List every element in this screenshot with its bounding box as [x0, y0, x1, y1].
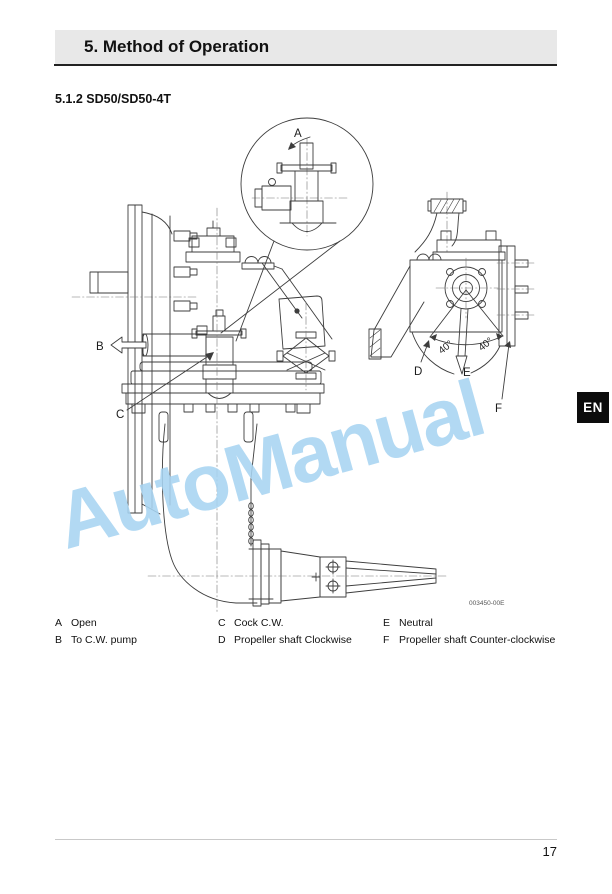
legend-text: To C.W. pump — [71, 634, 137, 646]
legend-text: Neutral — [399, 617, 433, 629]
legend-item-e: E Neutral — [383, 617, 555, 634]
angle-label-left: 40° — [437, 339, 456, 357]
section-header: 5. Method of Operation — [55, 30, 557, 64]
figure-label-e: E — [463, 367, 471, 379]
cock-valve-detail — [254, 142, 337, 232]
figure-label-b: B — [96, 341, 104, 353]
page-title: 5. Method of Operation — [84, 37, 270, 56]
legend-item-f: F Propeller shaft Counter-clockwise — [383, 634, 555, 651]
anode-block — [427, 191, 467, 253]
propeller-shaft-housing — [248, 539, 437, 607]
shift-hub — [435, 257, 499, 319]
legend-column-1: A Open B To C.W. pump — [55, 617, 137, 651]
cock-valve — [191, 309, 247, 399]
flexible-mount — [276, 301, 336, 391]
subsection-title: 5.1.2 SD50/SD50-4T — [55, 92, 172, 106]
cock-leader-line — [126, 352, 214, 411]
page-number: 17 — [542, 844, 557, 859]
legend-text: Propeller shaft Clockwise — [234, 634, 352, 646]
language-badge: EN — [577, 392, 609, 423]
legend-key: F — [383, 634, 390, 646]
rear-view-drawing — [368, 191, 535, 400]
open-direction-arrow — [288, 136, 311, 150]
figure-label-c: C — [116, 409, 124, 421]
legend-column-2: C Cock C.W. D Propeller shaft Clockwise — [218, 617, 352, 651]
legend-text: Propeller shaft Counter-clockwise — [399, 634, 556, 646]
figure-label-d: D — [414, 366, 422, 378]
figure-code: 003450-00E — [469, 600, 505, 607]
side-view-drawing — [71, 204, 449, 615]
legend-key: B — [55, 634, 63, 646]
legend-item-b: B To C.W. pump — [55, 634, 137, 651]
mounting-plates — [121, 361, 325, 443]
legend-item-d: D Propeller shaft Clockwise — [218, 634, 352, 651]
legend-key: A — [55, 617, 63, 629]
legend-text: Open — [71, 617, 97, 629]
figure-label-f: F — [495, 403, 502, 415]
figure-label-a: A — [294, 128, 302, 140]
legend-item-c: C Cock C.W. — [218, 617, 352, 634]
flange-bolts — [173, 230, 198, 312]
label-leader-arrows — [420, 340, 511, 400]
legend-column-3: E Neutral F Propeller shaft Counter-cloc… — [383, 617, 555, 651]
legend-key: C — [218, 617, 226, 629]
water-flow-arrow — [110, 336, 147, 354]
gear-cover — [185, 220, 275, 270]
footer-rule — [55, 839, 557, 840]
legend-item-a: A Open — [55, 617, 137, 634]
shift-lever — [455, 308, 469, 375]
detail-circle-inset — [220, 117, 374, 342]
legend-key: D — [218, 634, 226, 646]
legend-text: Cock C.W. — [234, 617, 284, 629]
header-rule — [54, 64, 557, 66]
drive-leg — [161, 423, 258, 604]
legend-key: E — [383, 617, 391, 629]
angle-label-right: 40° — [477, 336, 496, 354]
shift-angle-range — [429, 289, 504, 346]
